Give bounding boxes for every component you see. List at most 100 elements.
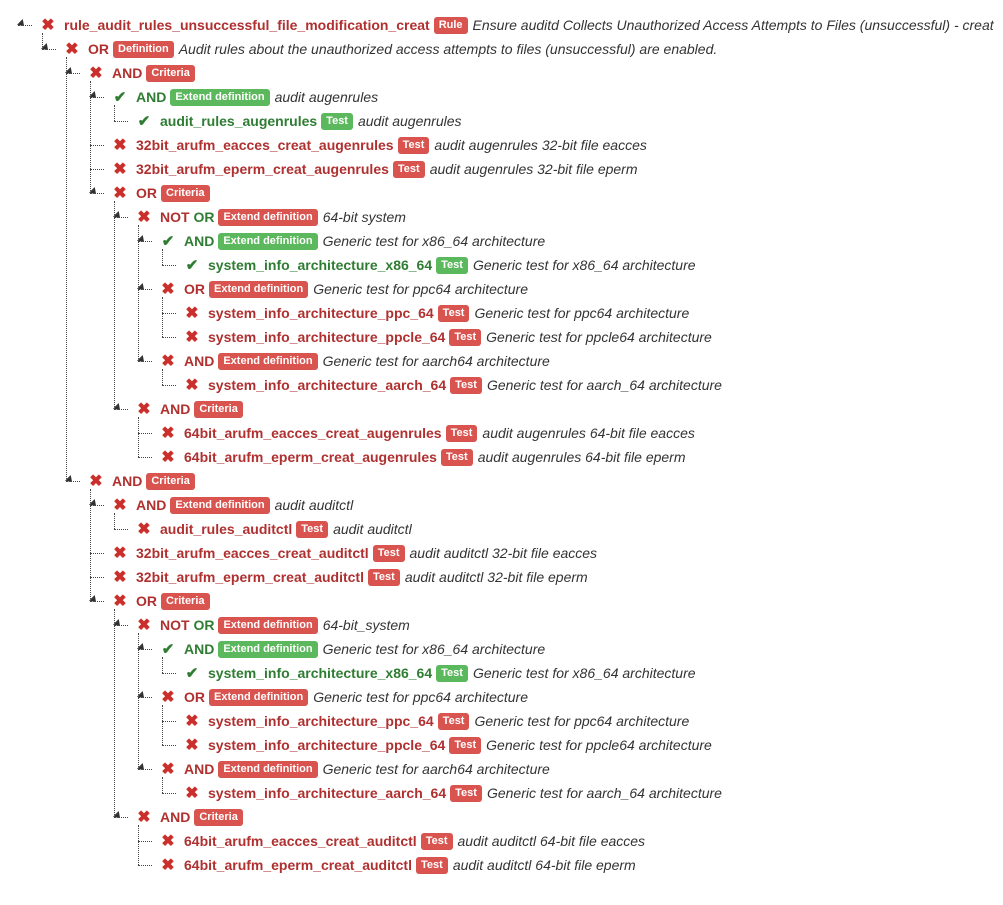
type-badge: Extend definition xyxy=(218,208,318,226)
node-id: system_info_architecture_aarch_64 xyxy=(208,785,447,801)
tree-connector xyxy=(138,769,152,770)
node-id: 64bit_arufm_eacces_creat_augenrules xyxy=(184,425,442,441)
tree-connector xyxy=(90,193,104,194)
operator-label: OR xyxy=(184,281,205,297)
node-description: Generic test for x86_64 architecture xyxy=(472,665,696,681)
check-icon: ✔ xyxy=(161,641,175,658)
type-badge: Test xyxy=(368,568,400,586)
node-id: audit_rules_augenrules xyxy=(160,113,318,129)
tree-connector xyxy=(162,673,176,674)
node-id: 32bit_arufm_eperm_creat_augenrules xyxy=(136,161,389,177)
node-description: audit auditctl 32-bit file eperm xyxy=(404,569,588,585)
node-description: audit augenrules xyxy=(357,113,462,129)
type-badge: Test xyxy=(436,256,468,274)
type-badge: Extend definition xyxy=(170,496,270,514)
node-id: system_info_architecture_ppcle_64 xyxy=(208,737,446,753)
node-id: system_info_architecture_aarch_64 xyxy=(208,377,447,393)
cross-icon: ✖ xyxy=(113,137,127,154)
cross-icon: ✖ xyxy=(161,449,175,466)
node-id: 32bit_arufm_eacces_creat_auditctl xyxy=(136,545,369,561)
node-description: Generic test for aarch64 architecture xyxy=(322,353,550,369)
type-badge: Test xyxy=(437,304,470,322)
tree-connector xyxy=(162,313,176,314)
node-description: Generic test for ppc64 architecture xyxy=(313,281,529,297)
operator-label: NOT OR xyxy=(160,209,215,225)
cross-icon: ✖ xyxy=(185,785,199,802)
tree-connector xyxy=(138,633,139,769)
tree-connector xyxy=(114,529,128,530)
cross-icon: ✖ xyxy=(161,425,175,442)
node-description: Generic test for aarch_64 architecture xyxy=(486,377,722,393)
type-badge: Test xyxy=(416,856,448,874)
tree-connector xyxy=(114,217,128,218)
cross-icon: ✖ xyxy=(185,737,199,754)
node-id: 64bit_arufm_eperm_creat_auditctl xyxy=(184,857,412,873)
type-badge: Extend definition xyxy=(218,352,318,370)
node-description: audit auditctl xyxy=(333,521,412,537)
type-badge: Extend definition xyxy=(170,88,270,106)
type-badge: Test xyxy=(449,736,482,754)
tree-connector xyxy=(162,745,176,746)
tree-connector xyxy=(90,81,91,193)
cross-icon: ✖ xyxy=(137,401,151,418)
operator-label: OR xyxy=(88,41,109,57)
tree-connector xyxy=(138,417,139,457)
tree-connector xyxy=(90,577,104,578)
node-description: audit auditctl 32-bit file eacces xyxy=(409,545,598,561)
type-badge: Extend definition xyxy=(209,688,309,706)
type-badge: Extend definition xyxy=(209,280,309,298)
cross-icon: ✖ xyxy=(161,353,175,370)
type-badge: Test xyxy=(450,376,482,394)
tree-connector xyxy=(42,33,43,49)
tree-connector xyxy=(138,697,152,698)
tree-connector xyxy=(162,297,163,337)
type-badge: Criteria xyxy=(161,592,210,610)
node-description: audit auditctl 64-bit file eperm xyxy=(452,857,636,873)
type-badge: Test xyxy=(449,328,482,346)
node-description: audit augenrules 32-bit file eacces xyxy=(434,137,647,153)
cross-icon: ✖ xyxy=(185,305,199,322)
check-icon: ✔ xyxy=(161,233,175,250)
cross-icon: ✖ xyxy=(137,617,151,634)
type-badge: Test xyxy=(420,832,453,850)
node-description: Generic test for ppc64 architecture xyxy=(474,305,690,321)
node-description: audit augenrules xyxy=(274,89,379,105)
tree-connector xyxy=(90,505,104,506)
operator-label: AND xyxy=(184,233,215,249)
type-badge: Definition xyxy=(113,40,174,58)
node-description: Generic test for ppc64 architecture xyxy=(474,713,690,729)
tree-connector xyxy=(162,721,176,722)
node-id: system_info_architecture_x86_64 xyxy=(208,665,433,681)
cross-icon: ✖ xyxy=(161,833,175,850)
tree-connector xyxy=(18,25,32,26)
tree-connector xyxy=(138,289,152,290)
tree-connector xyxy=(90,97,104,98)
cross-icon: ✖ xyxy=(113,545,127,562)
node-id: audit_rules_auditctl xyxy=(160,521,293,537)
node-id: system_info_architecture_ppcle_64 xyxy=(208,329,446,345)
node-description: Audit rules about the unauthorized acces… xyxy=(178,41,718,57)
check-icon: ✔ xyxy=(185,665,199,682)
tree-connector xyxy=(114,105,115,121)
operator-label: AND xyxy=(160,809,191,825)
type-badge: Criteria xyxy=(161,184,210,202)
type-badge: Test xyxy=(397,136,430,154)
node-description: 64-bit system xyxy=(322,209,406,225)
type-badge: Criteria xyxy=(146,64,195,82)
